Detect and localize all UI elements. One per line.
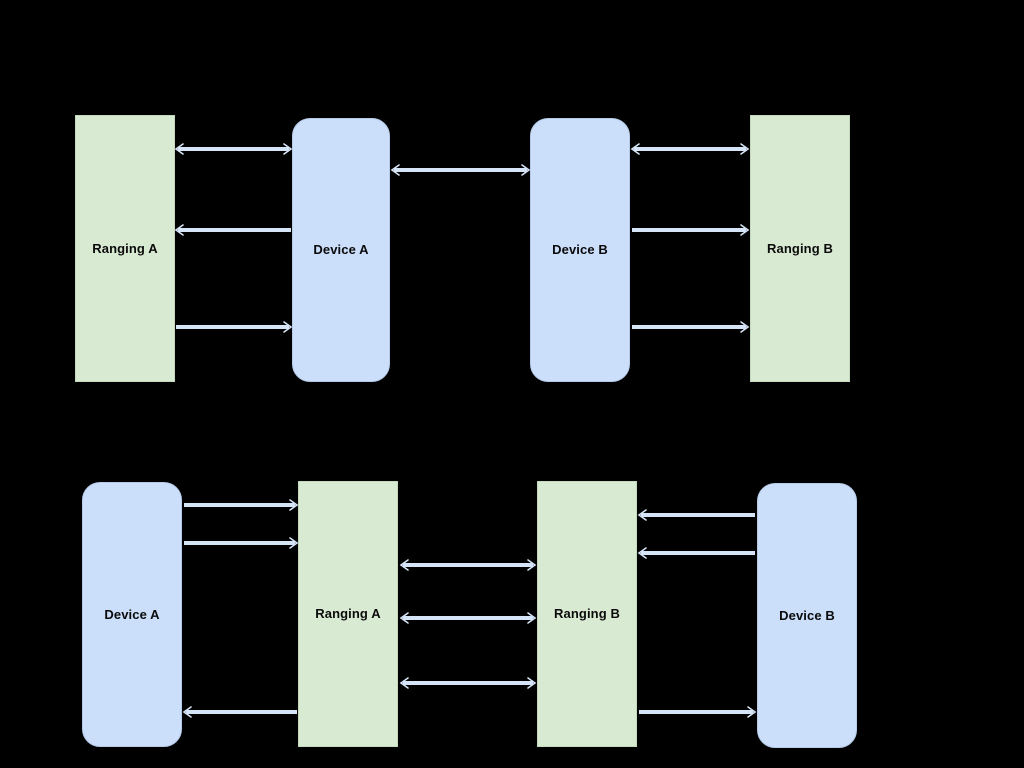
connector-arrow xyxy=(168,318,299,336)
connector-arrow xyxy=(631,544,763,562)
node-bot-device-a[interactable]: Device A xyxy=(82,482,182,747)
connector-arrow xyxy=(631,703,763,721)
node-label: Ranging B xyxy=(767,240,833,256)
connector-arrow xyxy=(393,609,543,627)
node-label: Ranging A xyxy=(315,606,381,622)
node-top-device-b[interactable]: Device B xyxy=(530,118,630,382)
connector-arrow xyxy=(624,318,756,336)
node-label: Device B xyxy=(552,242,608,258)
connector-arrow xyxy=(393,556,543,574)
connector-arrow xyxy=(176,496,305,514)
node-label: Device A xyxy=(104,606,160,622)
connector-arrow xyxy=(168,221,299,239)
connector-arrow xyxy=(168,140,299,158)
connector-arrow xyxy=(631,506,763,524)
node-bot-ranging-a[interactable]: Ranging A xyxy=(298,481,398,747)
connector-arrow xyxy=(176,703,305,721)
node-label: Device B xyxy=(779,607,835,623)
connector-arrow xyxy=(384,161,537,179)
node-bot-ranging-b[interactable]: Ranging B xyxy=(537,481,637,747)
connector-arrow xyxy=(624,140,756,158)
node-top-ranging-b[interactable]: Ranging B xyxy=(750,115,850,382)
node-bot-device-b[interactable]: Device B xyxy=(757,483,857,748)
node-label: Ranging A xyxy=(92,240,158,256)
node-label: Device A xyxy=(313,242,369,258)
node-top-device-a[interactable]: Device A xyxy=(292,118,390,382)
connector-arrow xyxy=(624,221,756,239)
node-label: Ranging B xyxy=(554,606,620,622)
connector-arrow xyxy=(176,534,305,552)
connector-arrow xyxy=(393,674,543,692)
node-top-ranging-a[interactable]: Ranging A xyxy=(75,115,175,382)
